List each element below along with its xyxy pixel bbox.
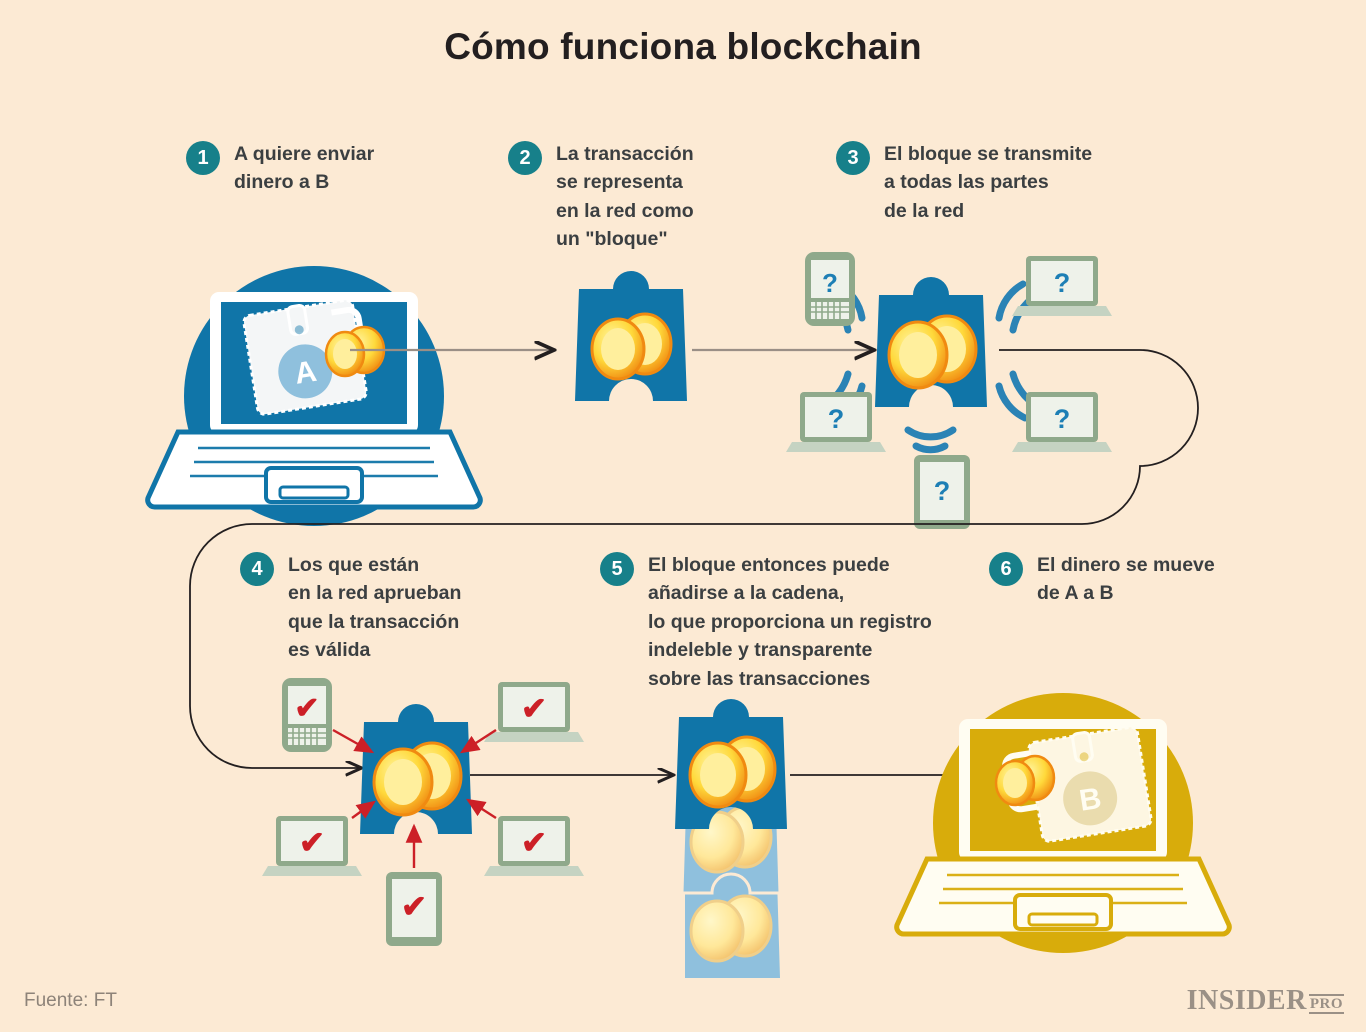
svg-text:B: B <box>1077 782 1104 818</box>
logo-pro-badge: PRO <box>1308 993 1344 1014</box>
svg-text:?: ? <box>822 268 838 298</box>
transaction-block-illustration <box>575 271 687 401</box>
svg-text:✔: ✔ <box>299 825 325 860</box>
page-title: Cómo funciona blockchain <box>444 26 922 67</box>
approving-device-laptop: ✔ <box>484 682 584 742</box>
approving-device-laptop: ✔ <box>484 816 584 876</box>
step-2-badge: 2 <box>508 141 542 175</box>
step-3-badge: 3 <box>836 141 870 175</box>
step-3-label: El bloque se transmite a todas las parte… <box>884 143 1093 222</box>
svg-text:?: ? <box>934 476 951 506</box>
step-3: 3 El bloque se transmite a todas las par… <box>836 140 1092 225</box>
approving-device-phone: ✔ <box>282 678 332 752</box>
svg-text:✔: ✔ <box>521 825 547 860</box>
svg-text:?: ? <box>828 404 845 434</box>
approval-arrow <box>465 798 497 820</box>
svg-text:?: ? <box>1054 404 1071 434</box>
network-device-tablet: ? <box>914 455 970 529</box>
step-6-label: El dinero se mueve de A a B <box>1037 554 1215 605</box>
step-4-badge: 4 <box>240 552 274 586</box>
step-1: 1 A quiere enviar dinero a B <box>186 140 374 197</box>
step-1-label: A quiere enviar dinero a B <box>234 143 375 194</box>
network-device-laptop: ? <box>1012 392 1112 452</box>
network-device-laptop: ? <box>786 392 886 452</box>
step-5-label: El bloque entonces puede añadirse a la c… <box>648 554 932 690</box>
svg-text:✔: ✔ <box>294 692 319 725</box>
network-device-laptop: ? <box>1012 256 1112 316</box>
step-5-badge: 5 <box>600 552 634 586</box>
step-4-label: Los que están en la red aprueban que la … <box>288 554 462 662</box>
receiver-laptop-illustration: B <box>894 693 1232 953</box>
step-6: 6 El dinero se mueve de A a B <box>989 551 1215 608</box>
logo-wordmark: INSIDER <box>1186 985 1307 1016</box>
approval-arrow <box>459 728 497 754</box>
svg-text:✔: ✔ <box>401 889 427 924</box>
sender-laptop-illustration: A <box>145 266 483 526</box>
svg-text:?: ? <box>1054 268 1071 298</box>
approval-arrow <box>332 728 375 754</box>
broadcast-illustration: ? ? ? ? <box>786 252 1112 529</box>
insider-pro-logo: INSIDER PRO <box>1187 985 1344 1017</box>
step-5: 5 El bloque entonces puede añadirse a la… <box>600 551 932 693</box>
step-6-badge: 6 <box>989 552 1023 586</box>
approving-device-tablet: ✔ <box>386 872 442 946</box>
step-2: 2 La transacción se representa en la red… <box>508 140 694 254</box>
source-credit: Fuente: FT <box>24 990 117 1011</box>
approving-device-laptop: ✔ <box>262 816 362 876</box>
flow-arrow-3-4-right <box>684 349 1199 525</box>
svg-text:✔: ✔ <box>521 691 547 726</box>
network-device-phone: ? <box>805 252 855 326</box>
step-4: 4 Los que están en la red aprueban que l… <box>240 551 461 665</box>
approval-arrow <box>351 800 376 819</box>
approval-illustration: ✔ ✔ ✔ ✔ <box>262 678 584 946</box>
step-1-badge: 1 <box>186 141 220 175</box>
flow-arrow-3-4-left <box>189 523 684 768</box>
svg-text:A: A <box>292 355 319 391</box>
blockchain-chain-illustration <box>675 699 787 978</box>
step-2-label: La transacción se representa en la red c… <box>556 143 694 251</box>
